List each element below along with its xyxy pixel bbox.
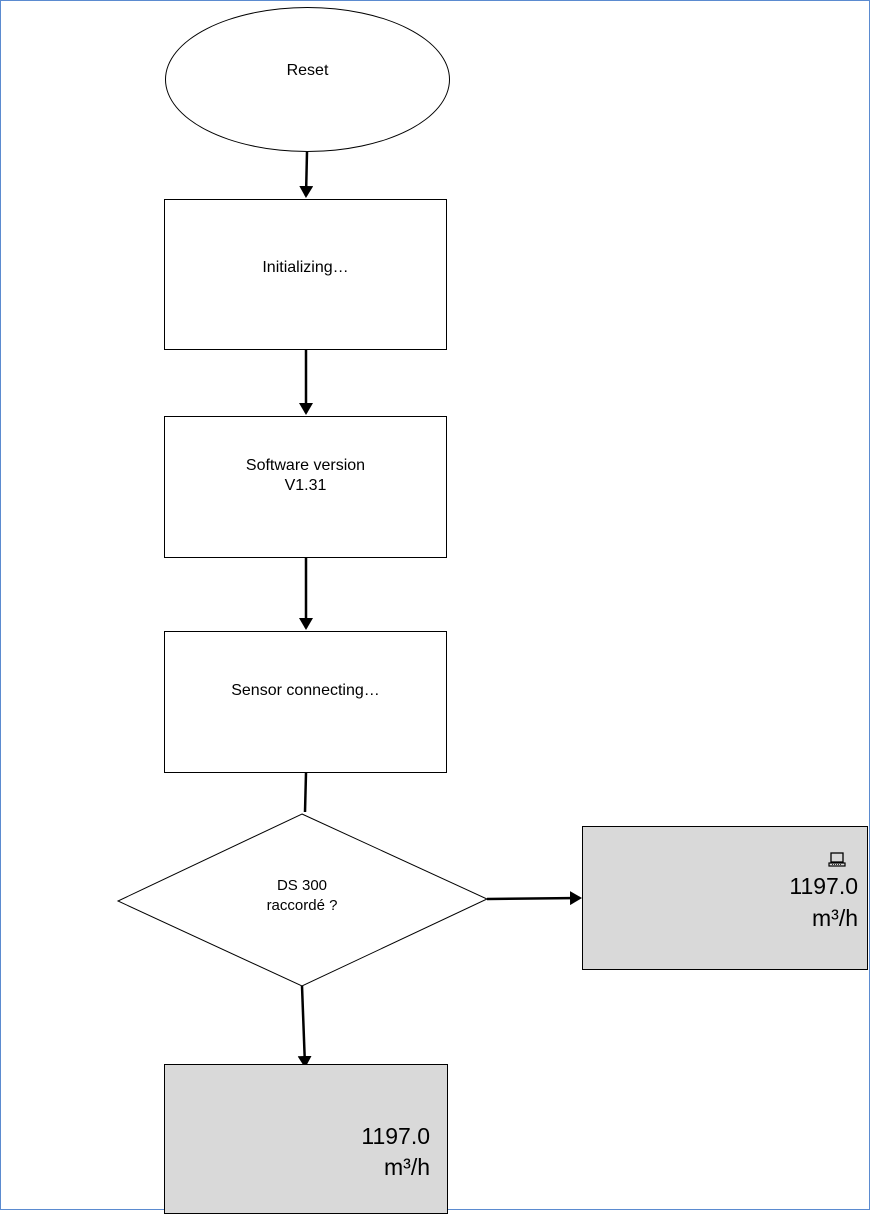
arrow-reset-to-init: [299, 151, 314, 198]
initializing-box: [164, 199, 447, 350]
arrow-sensor-to-decision: [303, 772, 308, 813]
bottom-display-box: [164, 1064, 448, 1214]
reset-node: [165, 7, 450, 152]
right-display-value: 1197.0: [789, 873, 858, 899]
initializing-label: Initializing…: [262, 259, 349, 276]
software-version-title: Software version: [245, 457, 366, 474]
sensor-connecting-label: Sensor connecting…: [231, 682, 380, 699]
decision-label-line1: DS 300: [276, 877, 328, 894]
right-display-unit: m³/h: [812, 905, 858, 931]
reset-label: Reset: [286, 62, 329, 79]
arrow-decision-to-right: [486, 891, 582, 906]
software-version-box: [164, 416, 447, 558]
sensor-connecting-box: [164, 631, 447, 773]
right-display-box: [582, 826, 868, 970]
arrow-decision-to-bottom: [297, 985, 312, 1068]
bottom-display-value: 1197.0: [361, 1123, 430, 1149]
software-version-number: V1.31: [284, 477, 327, 494]
computer-icon: [828, 852, 846, 868]
decision-label-line2: raccordé ?: [266, 897, 338, 914]
bottom-display-unit: m³/h: [384, 1154, 430, 1180]
